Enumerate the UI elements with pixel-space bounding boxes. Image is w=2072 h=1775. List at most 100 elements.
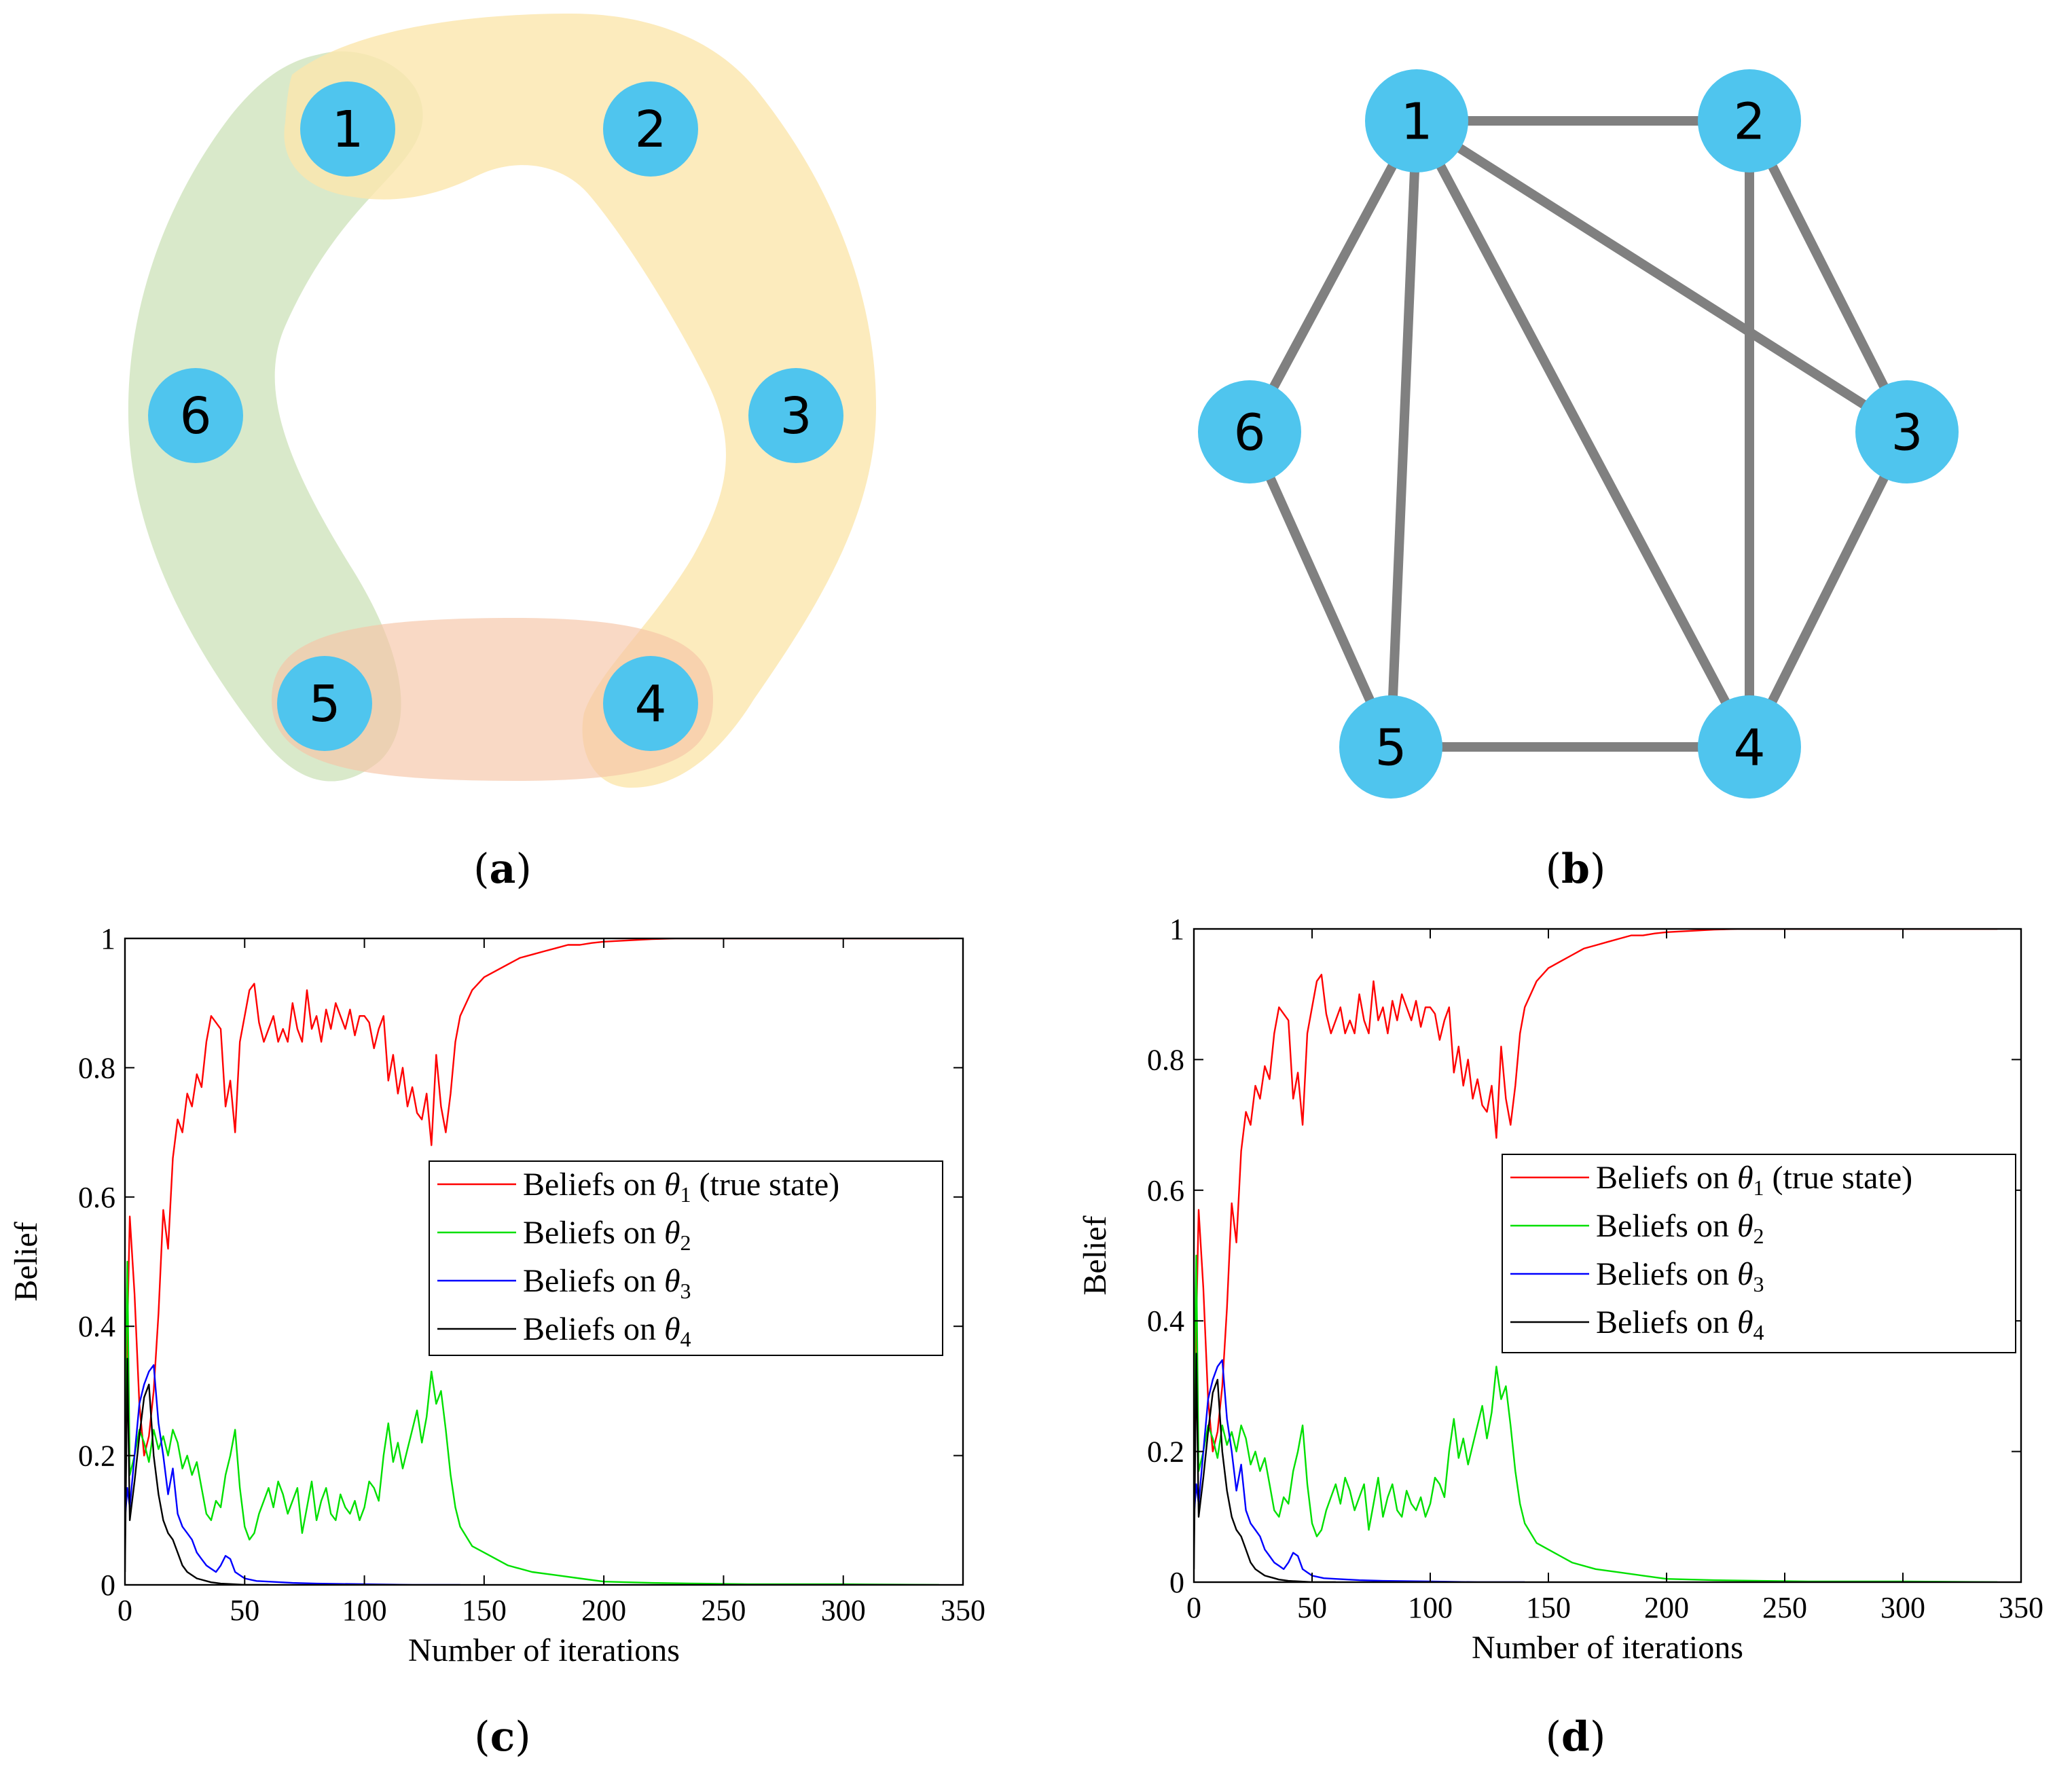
node-label: 6 xyxy=(179,387,211,445)
legend-symbol: θ xyxy=(664,1215,680,1251)
node-label: 5 xyxy=(308,675,340,733)
legend-subscript: 1 xyxy=(680,1182,691,1207)
node-label: 1 xyxy=(331,100,363,159)
legend-entry-theta4: Beliefs on θ4 xyxy=(523,1311,691,1351)
legend-symbol: θ xyxy=(664,1311,680,1347)
node-circle xyxy=(1855,380,1959,483)
legend-symbol: θ xyxy=(1737,1256,1753,1292)
hypergraph-node-3: 3 xyxy=(748,368,843,463)
x-tick-label: 100 xyxy=(1408,1591,1453,1624)
legend-subscript: 4 xyxy=(680,1327,691,1351)
legend-symbol: θ xyxy=(1737,1160,1753,1196)
edge-1-6 xyxy=(1245,118,1421,435)
y-tick-label: 0 xyxy=(1169,1566,1184,1599)
panel-a-label: (a) xyxy=(473,845,532,893)
series-line-theta3 xyxy=(1194,1359,1525,1582)
series-line-theta2 xyxy=(125,1260,939,1585)
y-tick-label: 0.6 xyxy=(78,1181,115,1214)
y-tick-label: 0.4 xyxy=(78,1310,115,1343)
legend-subscript: 1 xyxy=(1753,1175,1764,1200)
legend-subscript: 4 xyxy=(1753,1320,1764,1344)
node-label: 4 xyxy=(634,675,666,733)
graph-node-5: 5 xyxy=(1339,695,1442,799)
x-tick-label: 250 xyxy=(701,1594,746,1627)
x-axis-label: Number of iterations xyxy=(408,1632,680,1668)
node-label: 1 xyxy=(1400,93,1432,151)
x-tick-label: 0 xyxy=(1186,1591,1201,1624)
node-circle xyxy=(603,656,698,751)
legend-entry-theta1: Beliefs on θ1 (true state) xyxy=(523,1167,839,1207)
node-circle xyxy=(1365,69,1468,172)
x-tick-label: 150 xyxy=(1526,1591,1571,1624)
hypergraph-node-6: 6 xyxy=(148,368,243,463)
node-circle xyxy=(1339,695,1442,799)
edge-1-5 xyxy=(1386,120,1421,748)
x-tick-label: 350 xyxy=(941,1594,985,1627)
graph-edges xyxy=(1245,116,1912,752)
node-label: 6 xyxy=(1233,404,1265,462)
node-label: 5 xyxy=(1375,719,1406,777)
legend-entry-theta3: Beliefs on θ3 xyxy=(1596,1256,1764,1296)
series-line-theta1 xyxy=(125,938,939,1457)
legend-entry-theta2: Beliefs on θ2 xyxy=(1596,1208,1764,1248)
y-axis-label: Belief xyxy=(8,1222,44,1301)
legend-prefix: Beliefs on xyxy=(1596,1208,1737,1244)
legend-prefix: Beliefs on xyxy=(523,1215,664,1251)
x-tick-label: 300 xyxy=(821,1594,866,1627)
legend-symbol: θ xyxy=(664,1263,680,1299)
legend-box xyxy=(1502,1154,2016,1353)
legend-prefix: Beliefs on xyxy=(1596,1256,1737,1292)
panel-c-label: (c) xyxy=(474,1713,530,1761)
legend-subscript: 2 xyxy=(1753,1224,1764,1248)
y-tick-label: 0.6 xyxy=(1147,1174,1184,1207)
graph-node-6: 6 xyxy=(1198,380,1301,483)
node-label: 2 xyxy=(1733,93,1765,151)
node-circle xyxy=(1198,380,1301,483)
legend: Beliefs on θ1 (true state)Beliefs on θ2B… xyxy=(429,1160,943,1356)
hypergraph-node-1: 1 xyxy=(300,81,395,177)
series-line-theta3 xyxy=(125,1364,460,1585)
edge-1-3 xyxy=(1414,117,1910,436)
legend: Beliefs on θ1 (true state)Beliefs on θ2B… xyxy=(1502,1154,2016,1353)
hyperedge-orange xyxy=(272,618,713,781)
legend-prefix: Beliefs on xyxy=(523,1263,664,1299)
x-tick-label: 200 xyxy=(1644,1591,1689,1624)
legend-symbol: θ xyxy=(1737,1208,1753,1244)
legend-entry-theta1: Beliefs on θ1 (true state) xyxy=(1596,1160,1912,1200)
hyperedge-green xyxy=(128,51,423,782)
node-label: 3 xyxy=(1891,404,1923,462)
graph-nodes: 1 2 3 4 5 6 xyxy=(1198,69,1959,799)
series-line-theta4 xyxy=(1194,1353,1336,1582)
node-circle xyxy=(748,368,843,463)
legend-subscript: 3 xyxy=(680,1279,691,1303)
x-tick-label: 250 xyxy=(1762,1591,1807,1624)
node-circle xyxy=(277,656,372,751)
panel-d-label: (d) xyxy=(1546,1713,1606,1761)
x-tick-label: 350 xyxy=(1999,1591,2043,1624)
node-circle xyxy=(1698,69,1801,172)
node-circle xyxy=(300,81,395,177)
x-tick-label: 0 xyxy=(117,1594,132,1627)
series-lines xyxy=(1194,929,1998,1582)
graph-node-4: 4 xyxy=(1698,695,1801,799)
legend-suffix: (true state) xyxy=(1764,1160,1913,1196)
legend-suffix: (true state) xyxy=(691,1167,840,1203)
legend-symbol: θ xyxy=(1737,1304,1753,1340)
series-lines xyxy=(125,938,939,1585)
legend-entry-theta4: Beliefs on θ4 xyxy=(1596,1304,1764,1344)
y-tick-label: 0 xyxy=(101,1569,115,1602)
y-tick-label: 0.2 xyxy=(78,1440,115,1473)
x-axis-label: Number of iterations xyxy=(1472,1630,1743,1666)
x-tick-label: 150 xyxy=(462,1594,507,1627)
legend-subscript: 2 xyxy=(680,1230,691,1255)
edge-2-3 xyxy=(1745,118,1912,435)
x-tick-label: 100 xyxy=(342,1594,387,1627)
series-line-theta1 xyxy=(1194,929,1998,1452)
hypergraph-node-4: 4 xyxy=(603,656,698,751)
